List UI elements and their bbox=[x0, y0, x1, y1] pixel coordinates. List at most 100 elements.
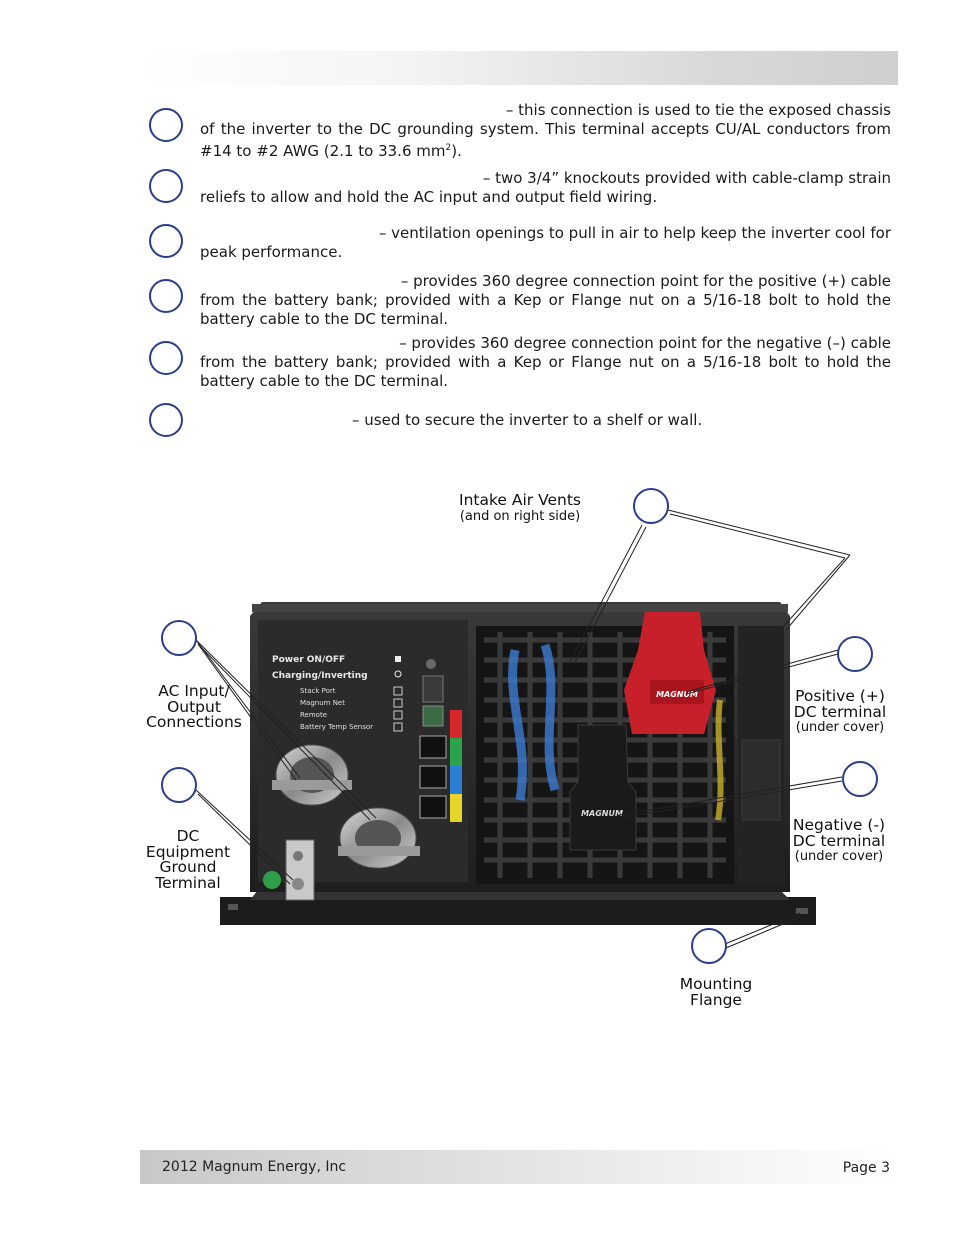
description-lead: – provides 360 degree connection point f… bbox=[399, 334, 891, 352]
label-intake-sub: (and on right side) bbox=[459, 508, 581, 524]
ground-screw-icon bbox=[293, 851, 303, 861]
description-ac-knockouts: – two 3/4” knockouts provided with cable… bbox=[200, 169, 891, 207]
label-line: DC bbox=[176, 827, 200, 845]
callout-dc-ground bbox=[161, 767, 197, 803]
panel-stack-label: Stack Port bbox=[300, 687, 336, 695]
flange-slot bbox=[228, 904, 238, 910]
callout-negative bbox=[842, 761, 878, 797]
ground-symbol-icon bbox=[263, 871, 281, 889]
figure-callouts bbox=[161, 488, 878, 964]
cable-clamp bbox=[272, 780, 352, 790]
rj-port-icon bbox=[419, 795, 447, 819]
callout-circle-6 bbox=[149, 403, 183, 437]
label-mounting-flange: Mounting Flange bbox=[666, 975, 766, 1009]
leader-lines bbox=[195, 509, 851, 949]
label-line: AC Input/ bbox=[158, 682, 230, 700]
port-icon bbox=[393, 686, 403, 696]
label-negative-terminal: Negative (-) DC terminal (under cover) bbox=[782, 816, 896, 865]
ground-terminal-block bbox=[285, 839, 315, 901]
label-line: Equipment bbox=[145, 842, 231, 861]
description-tail: ). bbox=[451, 142, 462, 160]
description-rest: from the battery bank; provided with a K… bbox=[200, 353, 891, 390]
description-lead: – provides 360 degree connection point f… bbox=[400, 272, 891, 290]
label-intake-air-vents: Intake Air Vents (and on right side) bbox=[440, 491, 600, 525]
label-line: Terminal bbox=[155, 873, 221, 892]
label-dc-ground-terminal: DC Equipment Ground Terminal bbox=[134, 827, 242, 892]
rj-port-icon bbox=[419, 765, 447, 789]
port-icon bbox=[393, 698, 403, 708]
footer-copyright: 2012 Magnum Energy, Inc bbox=[162, 1159, 347, 1175]
label-line: Negative (-) bbox=[792, 816, 886, 834]
panel-power-label: Power ON/OFF bbox=[272, 655, 345, 665]
rj-port-icon bbox=[419, 735, 447, 759]
color-tag-red bbox=[450, 710, 462, 738]
label-line: Ground bbox=[159, 858, 217, 876]
port-icon bbox=[393, 710, 403, 720]
power-button-icon bbox=[395, 656, 401, 662]
footer-bar: 2012 Magnum Energy, Inc Page 3 bbox=[140, 1150, 898, 1184]
panel-magnum-net-label: Magnum Net bbox=[300, 699, 345, 707]
base-rim bbox=[250, 890, 790, 900]
callout-circle-5 bbox=[149, 341, 183, 375]
label-line: Connections bbox=[146, 713, 242, 731]
led-icon bbox=[426, 659, 436, 669]
callout-circle-3 bbox=[149, 224, 183, 258]
callout-circle-4 bbox=[149, 279, 183, 313]
label-ac-connections: AC Input/ Output Connections bbox=[134, 682, 254, 731]
negative-terminal-cover bbox=[569, 724, 637, 851]
label-positive-terminal: Positive (+) DC terminal (under cover) bbox=[784, 687, 896, 736]
callout-circle-1 bbox=[149, 108, 183, 142]
right-side-vent bbox=[741, 739, 781, 821]
callout-circle-2 bbox=[149, 169, 183, 203]
footer-page-number: Page 3 bbox=[842, 1160, 890, 1176]
description-rest: of the inverter to the DC grounding syst… bbox=[200, 120, 891, 160]
power-switch-icon bbox=[422, 675, 444, 703]
label-line: DC terminal bbox=[792, 831, 886, 850]
superscript: 2 bbox=[445, 143, 452, 153]
cable-clamp bbox=[338, 846, 420, 856]
label-line: Mounting bbox=[679, 975, 753, 993]
mounting-flange-base bbox=[220, 897, 816, 925]
color-tag-blue bbox=[450, 766, 462, 794]
description-air-vents: – ventilation openings to pull in air to… bbox=[200, 224, 891, 262]
description-rest: peak performance. bbox=[200, 243, 343, 261]
top-edge bbox=[252, 604, 788, 612]
header-bar bbox=[140, 51, 898, 85]
description-negative-terminal: – provides 360 degree connection point f… bbox=[200, 334, 891, 391]
description-rest: reliefs to allow and hold the AC input a… bbox=[200, 188, 658, 206]
color-tag-green bbox=[450, 738, 462, 766]
positive-cover-brand: MAGNUM bbox=[656, 690, 698, 699]
rj-port-icon bbox=[422, 705, 444, 727]
description-mounting-flange: – used to secure the inverter to a shelf… bbox=[352, 411, 892, 430]
description-lead: – this connection is used to tie the exp… bbox=[505, 101, 891, 119]
description-lead: – used to secure the inverter to a shelf… bbox=[352, 411, 703, 429]
panel-temp-label: Battery Temp Sensor bbox=[300, 723, 373, 731]
label-line: Positive (+) bbox=[795, 687, 885, 705]
label-sub: (under cover) bbox=[794, 849, 884, 864]
description-lead: – ventilation openings to pull in air to… bbox=[378, 224, 891, 242]
internal-wire bbox=[508, 649, 527, 801]
status-led-icon bbox=[394, 670, 402, 678]
internal-wire bbox=[540, 643, 560, 792]
ground-screw-icon bbox=[292, 878, 304, 890]
port-icon bbox=[393, 722, 403, 732]
callout-mounting bbox=[691, 928, 727, 964]
label-line: DC terminal bbox=[793, 702, 887, 721]
flange-slot bbox=[796, 908, 808, 914]
panel-charging-label: Charging/Inverting bbox=[272, 671, 368, 681]
description-ground-terminal: – this connection is used to tie the exp… bbox=[200, 101, 891, 161]
internal-wire bbox=[715, 699, 724, 821]
callout-intake bbox=[633, 488, 669, 524]
negative-cover-brand: MAGNUM bbox=[581, 809, 623, 818]
callout-ac bbox=[161, 620, 197, 656]
color-tag-yellow bbox=[450, 794, 462, 822]
description-lead: – two 3/4” knockouts provided with cable… bbox=[482, 169, 891, 187]
callout-positive bbox=[837, 636, 873, 672]
panel-remote-label: Remote bbox=[300, 711, 327, 719]
description-rest: from the battery bank; provided with a K… bbox=[200, 291, 891, 328]
label-intake-title: Intake Air Vents bbox=[459, 491, 581, 509]
label-line: Output bbox=[167, 697, 221, 716]
description-positive-terminal: – provides 360 degree connection point f… bbox=[200, 272, 891, 329]
label-line: Flange bbox=[690, 990, 742, 1009]
